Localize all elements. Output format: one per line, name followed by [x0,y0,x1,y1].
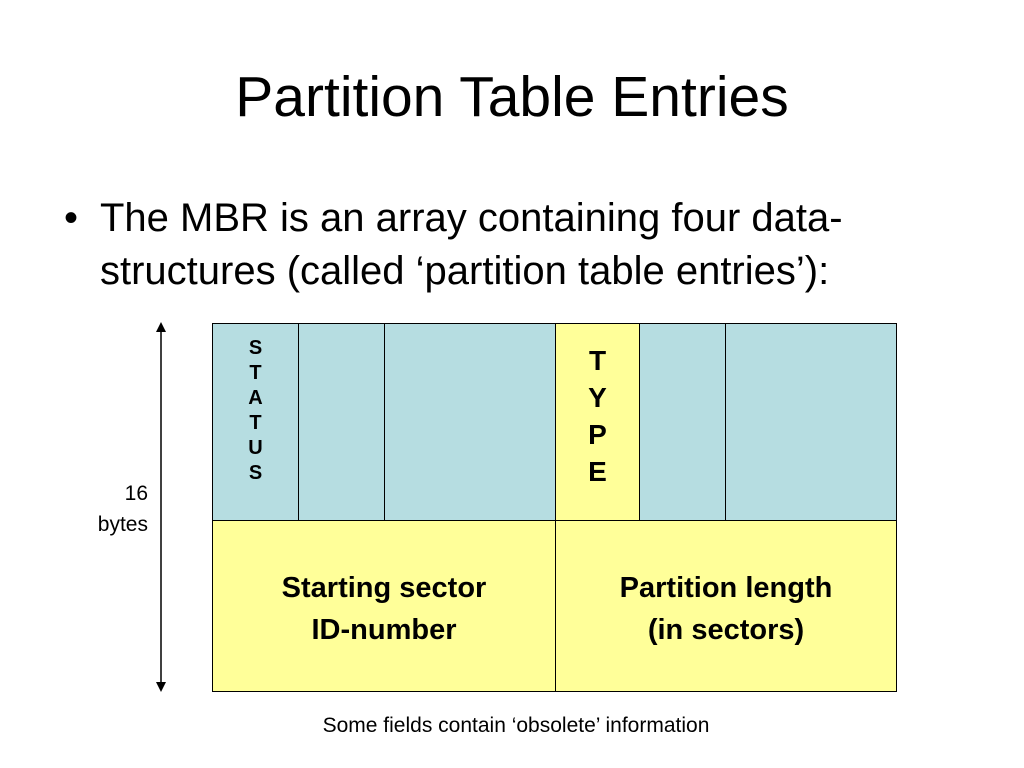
size-double-arrow-icon [156,322,166,692]
partition-entry-diagram: S T A T U S T Y P E Starting sector ID-n… [212,323,897,692]
starting-sector-field: Starting sector ID-number [212,520,556,692]
chs-end-sector-cylinder-field [725,323,897,521]
bullet-line-1: The MBR is an array containing four data… [100,196,843,240]
bullet-marker: • [64,196,79,240]
slide-title: Partition Table Entries [235,65,789,129]
entry-size-label: 16 bytes [76,478,148,540]
partition-length-field: Partition length (in sectors) [555,520,897,692]
partition-length-label: Partition length (in sectors) [619,572,833,646]
chs-end-head-field [639,323,726,521]
size-number: 16 [124,482,148,505]
chs-start-sector-cylinder-field [384,323,556,521]
starting-sector-label: Starting sector ID-number [281,572,487,646]
bullet-line-2: structures (called ‘partition table entr… [100,249,830,293]
chs-start-head-field [298,323,385,521]
type-field: T Y P E [555,323,640,521]
status-field: S T A T U S [212,323,299,521]
size-unit: bytes [97,513,148,536]
bullet-text: The MBR is an array containing four data… [100,192,980,298]
type-label: T Y P E [588,345,607,487]
footnote: Some fields contain ‘obsolete’ informati… [322,714,710,737]
status-label: S T A T U S [248,337,263,484]
